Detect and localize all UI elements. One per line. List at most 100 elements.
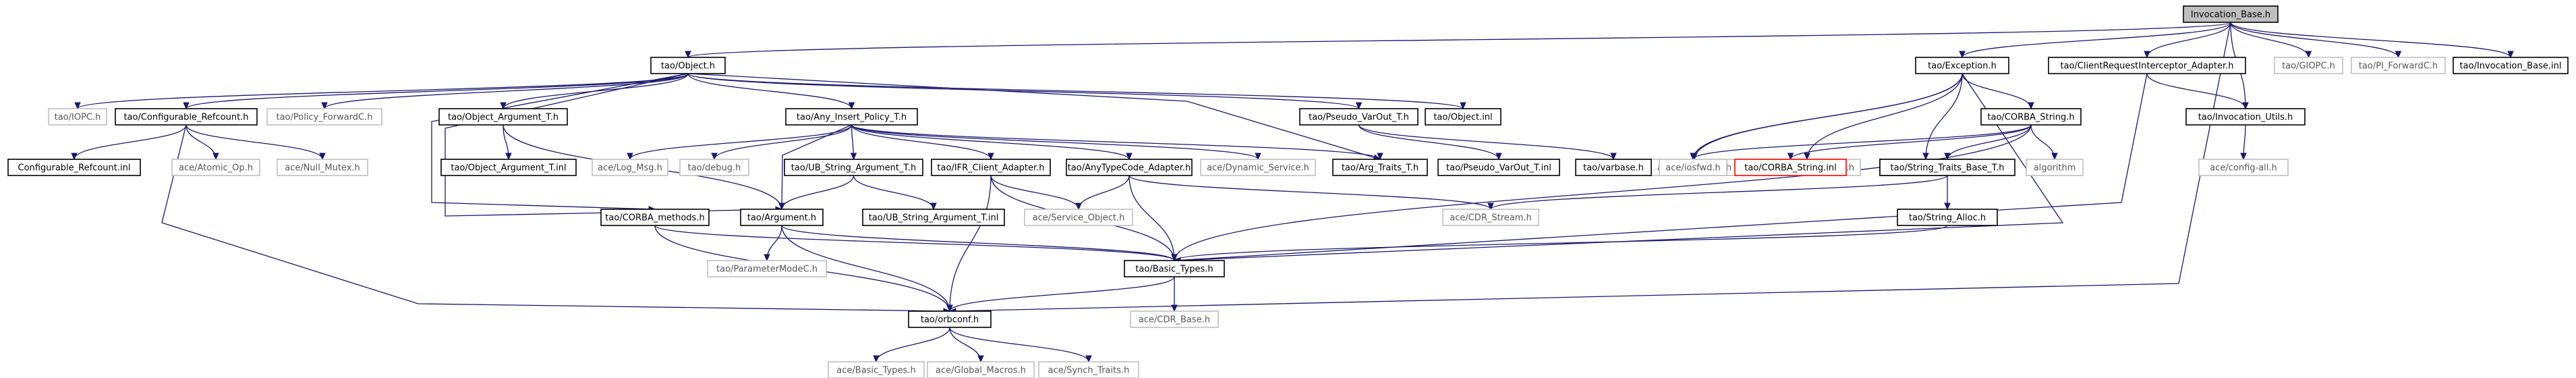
node-label: tao/Any_Insert_Policy_T.h bbox=[797, 113, 907, 123]
edge-tao_any_insert_policy_t_h-to-tao_arg_traits_t_h bbox=[851, 124, 1383, 161]
node-tao-orbconf-h[interactable]: tao/orbconf.h bbox=[908, 310, 992, 328]
edge-tao_any_insert_policy_t_h-to-tao_anytypecode_adapter_h bbox=[851, 124, 1133, 161]
node-tao-any-insert-policy-t-h[interactable]: tao/Any_Insert_Policy_T.h bbox=[785, 108, 918, 126]
edge-line bbox=[851, 124, 992, 160]
edge-tao_ub_string_argument_t_h-to-tao_ub_string_argument_t_inl bbox=[853, 175, 937, 211]
edge-line bbox=[1947, 124, 2032, 160]
node-tao-corba-string-inl[interactable]: tao/CORBA_String.inl bbox=[1734, 159, 1847, 176]
node-configurable-refcount-inl[interactable]: Configurable_Refcount.inl bbox=[7, 159, 141, 176]
node-box bbox=[438, 108, 568, 126]
edge-line bbox=[687, 73, 1464, 109]
edge-line bbox=[687, 22, 2231, 58]
node-label: tao/Pseudo_VarOut_T.inl bbox=[1446, 163, 1551, 173]
node-box bbox=[1024, 209, 1133, 226]
node-tao-object-argument-t-h[interactable]: tao/Object_Argument_T.h bbox=[438, 108, 568, 126]
edge-tao_string_traits_base_t_h-to-ace_cdr_stream_h bbox=[1487, 175, 1948, 211]
edge-line bbox=[2030, 124, 2055, 160]
edge-tao_object_h-to-tao_any_insert_policy_t_h bbox=[687, 73, 855, 110]
node-tao-ifr-client-adapter-h[interactable]: tao/IFR_Client_Adapter.h bbox=[931, 159, 1051, 176]
node-label: ace/Log_Msg.h bbox=[598, 163, 662, 173]
node-tao-corba-methods-h[interactable]: tao/CORBA_methods.h bbox=[600, 209, 710, 226]
edge-tao_anytypecode_adapter_h-to-ace_cdr_stream_h bbox=[1128, 175, 1494, 211]
node-tao-exception-h[interactable]: tao/Exception.h bbox=[1915, 57, 2009, 74]
node-tao-invocation-utils-h[interactable]: tao/Invocation_Utils.h bbox=[2185, 108, 2306, 126]
node-label: tao/Object.h bbox=[661, 61, 715, 72]
node-tao-anytypecode-adapter-h[interactable]: tao/AnyTypeCode_Adapter.h bbox=[1066, 159, 1193, 176]
node-label: ace/Atomic_Op.h bbox=[179, 163, 253, 173]
edge-line bbox=[1925, 73, 1963, 160]
node-tao-pseudo-varout-t-inl[interactable]: tao/Pseudo_VarOut_T.inl bbox=[1437, 159, 1560, 176]
node-tao-object-argument-t-inl[interactable]: tao/Object_Argument_T.inl bbox=[440, 159, 577, 176]
node-tao-arg-traits-t-h[interactable]: tao/Arg_Traits_T.h bbox=[1332, 159, 1428, 176]
edge-line bbox=[1078, 175, 1130, 210]
node-tao-varbase-h[interactable]: tao/varbase.h bbox=[1575, 159, 1652, 176]
edge-line bbox=[851, 124, 1130, 160]
node-box bbox=[1442, 209, 1539, 226]
node-tao-giopc-h: tao/GIOPC.h bbox=[2274, 57, 2343, 74]
edge-tao_anytypecode_adapter_h-to-tao_basic_types_h bbox=[1128, 175, 1178, 262]
edge-invocation_base_h-to-tao_giopc_h bbox=[2230, 22, 2312, 59]
node-tao-basic-types-h[interactable]: tao/Basic_Types.h bbox=[1124, 260, 1225, 277]
arrowhead bbox=[1944, 153, 1951, 161]
node-box bbox=[1897, 209, 1998, 226]
arrowhead bbox=[1690, 153, 1696, 161]
node-tao-invocation-base-inl[interactable]: tao/Invocation_Base.inl bbox=[2453, 57, 2569, 74]
edge-tao_any_insert_policy_t_h-to-tao_ifr_client_adapter_h bbox=[851, 124, 994, 161]
node-box bbox=[592, 159, 668, 176]
edge-tao_basic_types_h-to-tao_orbconf_h bbox=[946, 276, 1175, 313]
arrowhead bbox=[1255, 153, 1261, 161]
node-label: tao/GIOPC.h bbox=[2282, 61, 2335, 72]
node-label: tao/UB_String_Argument_T.h bbox=[791, 163, 916, 173]
node-label: tao/Arg_Traits_T.h bbox=[1342, 163, 1419, 173]
node-label: ace/Basic_Types.h bbox=[836, 366, 915, 376]
edge-tao_configurable_refcount_h-to-ace_atomic_op_h bbox=[185, 124, 219, 161]
node-box bbox=[1734, 159, 1847, 176]
node-tao-ub-string-argument-t-h[interactable]: tao/UB_String_Argument_T.h bbox=[784, 159, 923, 176]
node-tao-ub-string-argument-t-inl[interactable]: tao/UB_String_Argument_T.inl bbox=[862, 209, 1005, 226]
node-tao-clientrequestinterceptor-adapter-h[interactable]: tao/ClientRequestInterceptor_Adapter.h bbox=[2048, 57, 2246, 74]
node-tao-configurable-refcount-h[interactable]: tao/Configurable_Refcount.h bbox=[115, 108, 258, 126]
node-tao-argument-h[interactable]: tao/Argument.h bbox=[740, 209, 824, 226]
node-tao-object-h[interactable]: tao/Object.h bbox=[650, 57, 726, 74]
node-box bbox=[862, 209, 1005, 226]
arrowhead bbox=[711, 153, 718, 161]
node-label: tao/AnyTypeCode_Adapter.h bbox=[1068, 163, 1191, 173]
node-box bbox=[931, 159, 1051, 176]
node-tao-object-inl[interactable]: tao/Object.inl bbox=[1425, 108, 1501, 126]
node-label: tao/Invocation_Base.inl bbox=[2460, 61, 2562, 72]
arrowhead bbox=[764, 254, 770, 262]
edge-line bbox=[1490, 175, 1948, 210]
arrowhead bbox=[319, 153, 326, 161]
node-label: tao/ParameterModeC.h bbox=[716, 265, 818, 275]
node-invocation-base-h[interactable]: Invocation_Base.h bbox=[2183, 5, 2279, 23]
node-tao-string-traits-base-t-h[interactable]: tao/String_Traits_Base_T.h bbox=[1879, 159, 2015, 176]
arrowhead bbox=[212, 153, 219, 161]
node-label: tao/PI_ForwardC.h bbox=[2359, 61, 2438, 72]
edge-invocation_base_h-to-tao_object_h bbox=[685, 22, 2231, 59]
node-box bbox=[2198, 159, 2289, 176]
edge-line bbox=[949, 327, 1089, 362]
arrowhead bbox=[500, 102, 507, 110]
arrowhead bbox=[1804, 153, 1810, 161]
arrowhead bbox=[1487, 202, 1494, 211]
edge-line bbox=[431, 73, 689, 210]
arrowhead bbox=[1355, 102, 1363, 110]
edge-tao_object_argument_t_h-to-tao_object_argument_t_inl bbox=[503, 124, 512, 161]
edge-line bbox=[781, 225, 950, 312]
arrowhead bbox=[2507, 51, 2514, 59]
edge-tao_ub_string_argument_t_h-to-tao_argument_h bbox=[778, 175, 855, 211]
arrowhead bbox=[946, 304, 953, 313]
node-box bbox=[1124, 260, 1225, 277]
edge-line bbox=[1692, 124, 2032, 160]
node-box bbox=[2026, 159, 2084, 176]
edges-layer bbox=[71, 22, 2514, 363]
node-tao-pseudo-varout-t-h[interactable]: tao/Pseudo_VarOut_T.h bbox=[1299, 108, 1419, 126]
node-tao-corba-string-h[interactable]: tao/CORBA_String.h bbox=[1980, 108, 2082, 126]
edge-line bbox=[445, 73, 782, 217]
edge-line bbox=[2230, 22, 2399, 58]
edge-line bbox=[1174, 124, 2032, 261]
node-tao-string-alloc-h[interactable]: tao/String_Alloc.h bbox=[1897, 209, 1998, 226]
edge-tao_orbconf_h-to-ace_synch_traits_h bbox=[949, 327, 1092, 363]
node-tao-iopc-h: tao/IOPC.h bbox=[48, 108, 107, 126]
node-label: ace/Null_Mutex.h bbox=[285, 163, 360, 173]
